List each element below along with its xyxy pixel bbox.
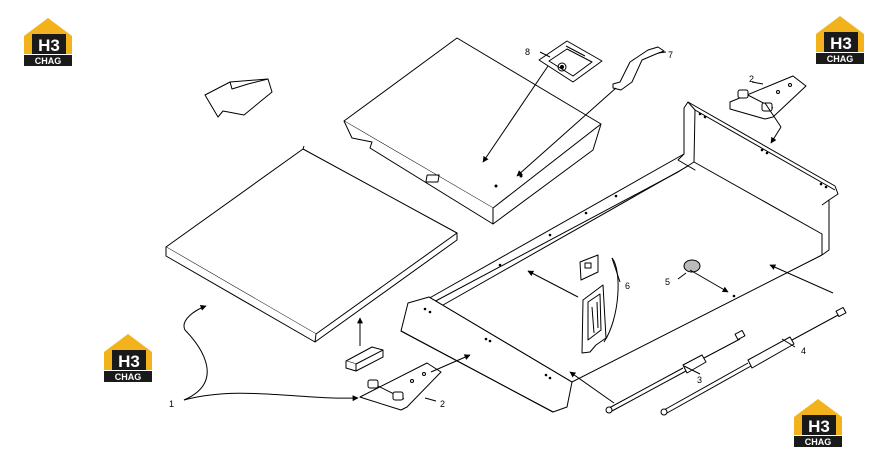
callout-numbers: 1 2 2 3 4 5 6 7 8 bbox=[169, 47, 806, 409]
logo-word-text: CHAG bbox=[115, 372, 142, 382]
logo-inner-panel bbox=[112, 350, 146, 370]
logo-mark-text: H3 bbox=[38, 36, 60, 55]
plug-part bbox=[683, 259, 701, 273]
spacer-block bbox=[345, 346, 384, 372]
callout-3: 3 bbox=[697, 375, 702, 385]
callout-1: 1 bbox=[169, 399, 174, 409]
leader-lines bbox=[183, 51, 834, 404]
logo-word-text: CHAG bbox=[827, 54, 854, 64]
logo-inner-panel bbox=[32, 34, 66, 54]
callout-7: 7 bbox=[668, 50, 673, 60]
logo-word-band bbox=[104, 371, 152, 382]
logo-inner-panel bbox=[824, 32, 858, 52]
logo-word-text: CHAG bbox=[805, 437, 832, 447]
logo-word-band bbox=[24, 55, 72, 66]
direction-arrow bbox=[204, 78, 273, 118]
cover-panel-large bbox=[165, 145, 458, 343]
frame-tray bbox=[400, 101, 839, 413]
bracket-part-large bbox=[581, 284, 607, 354]
logo-word-band bbox=[816, 53, 864, 64]
callout-2-upper: 2 bbox=[749, 74, 754, 84]
gas-spring-short bbox=[605, 329, 746, 414]
gas-spring-long bbox=[660, 306, 847, 416]
handle-part bbox=[612, 46, 665, 91]
latch-part bbox=[538, 40, 603, 83]
hinge-lower bbox=[359, 362, 442, 411]
callout-4: 4 bbox=[801, 346, 806, 356]
logo-word-text: CHAG bbox=[35, 56, 62, 66]
logo-inner-panel bbox=[802, 415, 836, 435]
bracket-part-small bbox=[579, 254, 599, 281]
logo-mark-text: H3 bbox=[118, 352, 140, 371]
logo-mark-text: H3 bbox=[830, 34, 852, 53]
hinge-upper bbox=[729, 75, 807, 120]
callout-5: 5 bbox=[665, 277, 670, 287]
cover-panel-upper bbox=[343, 37, 602, 225]
callout-2-lower: 2 bbox=[440, 399, 445, 409]
callout-6: 6 bbox=[625, 281, 630, 291]
logo-mark-text: H3 bbox=[808, 417, 830, 436]
callout-8: 8 bbox=[525, 47, 530, 57]
logo-word-band bbox=[794, 436, 842, 447]
